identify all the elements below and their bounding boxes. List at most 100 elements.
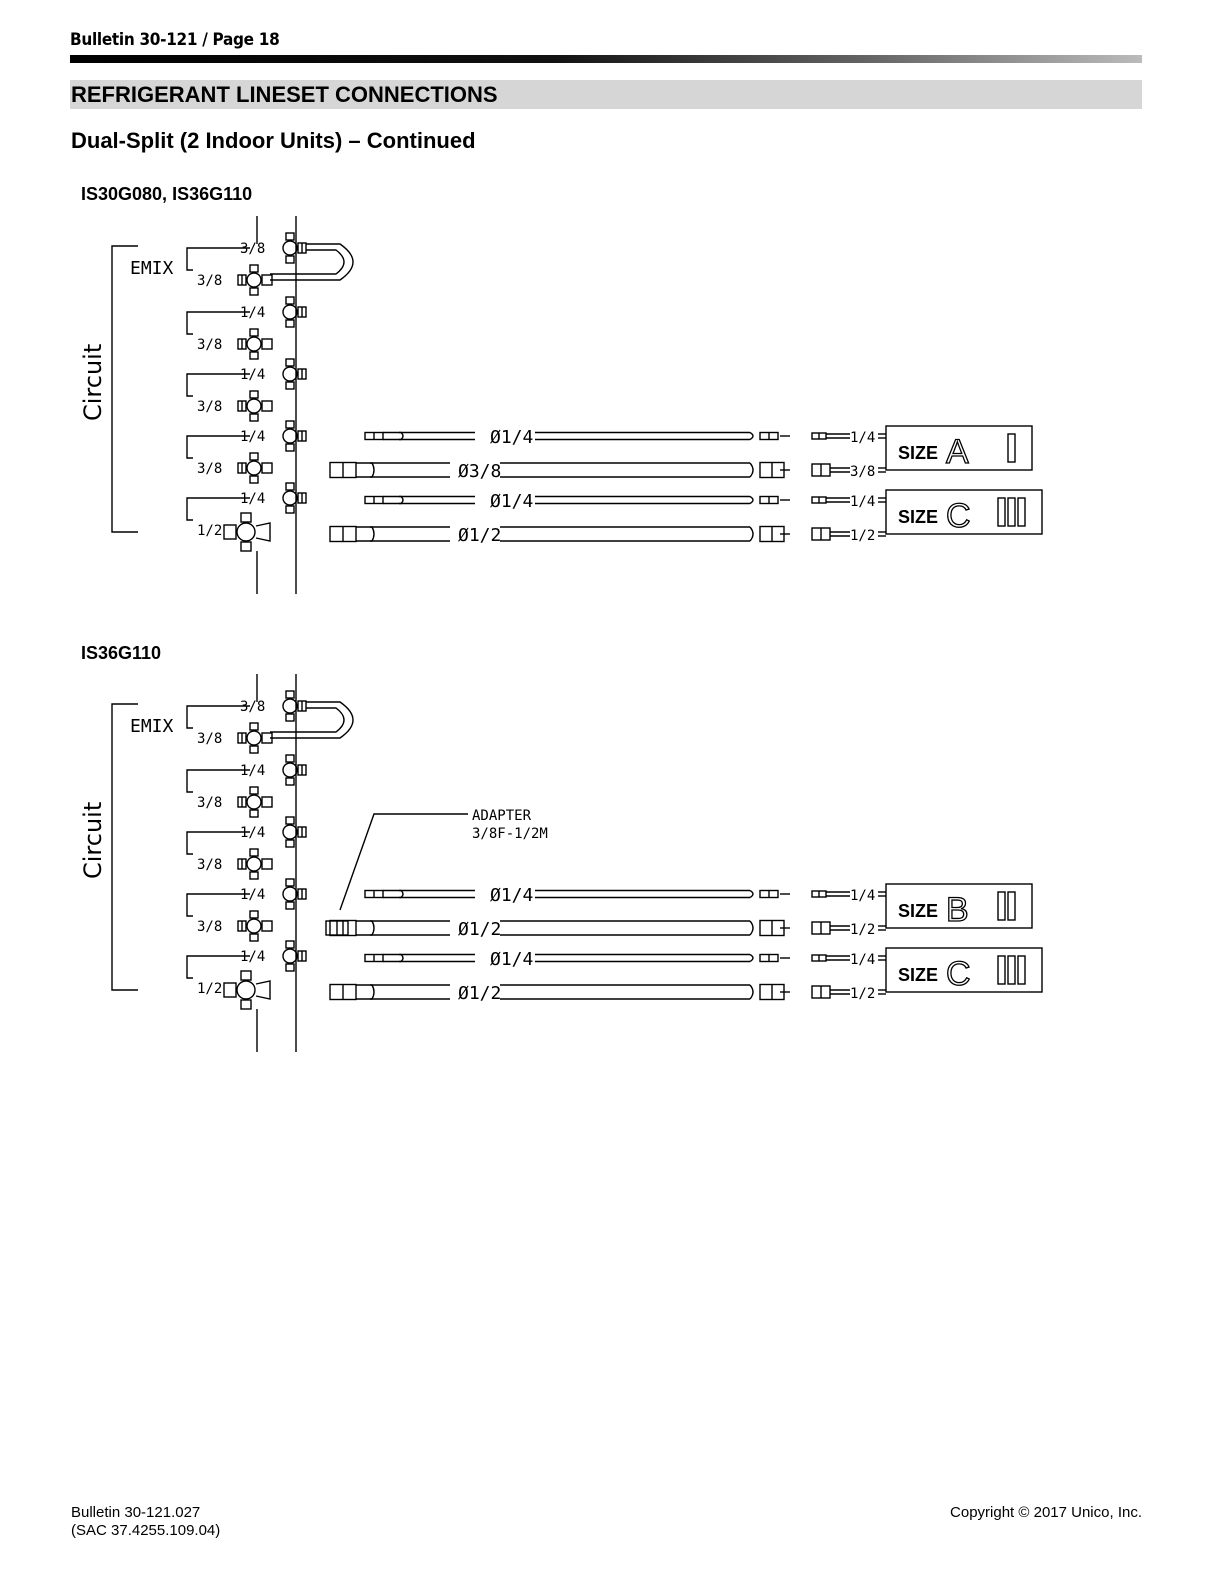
lineset-3-diameter-label: Ø1/2 (458, 525, 501, 546)
lineset-2-left-fitting (364, 495, 384, 505)
lineset-2-left-fitting (364, 953, 384, 963)
lineset-0 (364, 431, 886, 441)
lineset-0-diameter-label: Ø1/4 (490, 885, 533, 906)
subsection-title: Dual-Split (2 Indoor Units) – Continued (71, 128, 476, 153)
port-label-bottom-4: 1/2 (197, 981, 222, 997)
size-box-bottom-roman-bar (1007, 955, 1016, 985)
size-box-bottom-word: SIZE (898, 507, 938, 527)
footer-bulletin: Bulletin 30-121.027 (71, 1504, 201, 1521)
emix-loop-outer (270, 701, 354, 739)
port-label-bottom-1: 3/8 (197, 337, 222, 353)
size-box-top-word: SIZE (898, 443, 938, 463)
bottom-service-valve-0 (237, 722, 273, 754)
bottom-service-valve-3 (237, 910, 273, 942)
lineset-0-right-fitting (759, 889, 779, 899)
lineset-3-end-size-label: 1/2 (850, 986, 875, 1002)
size-box-bottom-roman-bar (997, 497, 1006, 527)
port-label-top-2: 1/4 (240, 367, 265, 383)
size-box-top (885, 425, 1033, 471)
adapter-fitting (325, 920, 349, 936)
size-box-bottom (885, 947, 1043, 993)
lineset-1-diameter-label: Ø3/8 (458, 461, 501, 482)
top-service-valve-1 (282, 754, 307, 786)
liquid-service-valve-large (223, 512, 271, 552)
top-service-valve-2 (282, 816, 307, 848)
port-bracket (186, 955, 250, 979)
size-box-top-roman-bar (1007, 433, 1016, 463)
port-bracket (186, 497, 250, 521)
port-label-bottom-2: 3/8 (197, 857, 222, 873)
footer-left: Bulletin 30-121.027 (SAC 37.4255.109.04) (71, 1504, 220, 1540)
lineset-1-end-fitting (811, 463, 831, 477)
lineset-1-end-size-label: 1/2 (850, 922, 875, 938)
circuit-label: Circuit (79, 344, 107, 421)
bottom-service-valve-1 (237, 328, 273, 360)
top-service-valve-0 (282, 690, 307, 722)
adapter-label: ADAPTER (472, 808, 532, 824)
section-title: REFRIGERANT LINESET CONNECTIONS (71, 82, 498, 107)
liquid-service-valve-large (223, 970, 271, 1010)
lineset-3-end-size-label: 1/2 (850, 528, 875, 544)
size-box-top (885, 883, 1033, 929)
lineset-3 (329, 525, 886, 543)
lineset-2-right-fitting (759, 953, 779, 963)
lineset-2-end-fitting (811, 496, 827, 504)
emix-label: EMIX (130, 716, 174, 737)
top-service-valve-1 (282, 296, 307, 328)
lineset-1-left-fitting (329, 461, 357, 479)
circuit-bracket (111, 245, 138, 533)
size-box-bottom-roman-bar (1017, 497, 1026, 527)
emix-loop-outer (270, 243, 354, 281)
lineset-0-right-fitting (759, 431, 779, 441)
bottom-service-valve-3 (237, 452, 273, 484)
lineset-1-end-fitting (811, 921, 831, 935)
size-box-bottom-letter: C (946, 955, 971, 993)
port-bracket (186, 373, 250, 397)
port-bracket (186, 435, 250, 459)
header-bulletin-page: Bulletin 30-121 / Page 18 (70, 30, 280, 50)
lineset-0-diameter-label: Ø1/4 (490, 427, 533, 448)
lineset-2-end-fitting (811, 954, 827, 962)
port-label-top-0: 3/8 (240, 241, 265, 257)
port-label-top-3: 1/4 (240, 887, 265, 903)
port-label-top-1: 1/4 (240, 763, 265, 779)
port-bracket (186, 311, 250, 335)
port-label-bottom-2: 3/8 (197, 399, 222, 415)
lineset-2-diameter-label: Ø1/4 (490, 491, 533, 512)
adapter-spec-label: 3/8F-1/2M (472, 826, 548, 842)
port-label-top-0: 3/8 (240, 699, 265, 715)
port-bracket (186, 893, 250, 917)
lineset-0-end-fitting (811, 890, 827, 898)
size-box-top-letter: B (946, 891, 969, 929)
footer-sac: (SAC 37.4255.109.04) (71, 1522, 221, 1539)
lineset-0-left-fitting (364, 431, 384, 441)
lineset-2-diameter-label: Ø1/4 (490, 949, 533, 970)
lineset-1-end-size-label: 3/8 (850, 464, 875, 480)
lineset-2 (364, 495, 886, 505)
lineset-0-end-size-label: 1/4 (850, 888, 875, 904)
header-rule (70, 55, 1142, 63)
size-box-bottom (885, 489, 1043, 535)
bottom-service-valve-2 (237, 390, 273, 422)
size-box-top-letter: A (946, 433, 969, 471)
top-service-valve-3 (282, 420, 307, 452)
lineset-0-left-fitting (364, 889, 384, 899)
lineset-2-right-fitting (759, 495, 779, 505)
port-label-bottom-4: 1/2 (197, 523, 222, 539)
lineset-3-left-fitting (329, 525, 357, 543)
footer-copyright: Copyright © 2017 Unico, Inc. (950, 1504, 1142, 1521)
lineset-0-end-fitting (811, 432, 827, 440)
port-label-top-4: 1/4 (240, 491, 265, 507)
size-box-bottom-roman-bar (1017, 955, 1026, 985)
diagram1-model-label: IS30G080, IS36G110 (81, 184, 253, 204)
lineset-2-end-size-label: 1/4 (850, 952, 875, 968)
size-box-top-roman-bar (1007, 891, 1016, 921)
bottom-service-valve-2 (237, 848, 273, 880)
lineset-3-end-fitting (811, 985, 831, 999)
port-label-bottom-1: 3/8 (197, 795, 222, 811)
size-box-top-word: SIZE (898, 901, 938, 921)
port-label-bottom-3: 3/8 (197, 919, 222, 935)
port-label-top-4: 1/4 (240, 949, 265, 965)
lineset-1 (329, 461, 886, 479)
